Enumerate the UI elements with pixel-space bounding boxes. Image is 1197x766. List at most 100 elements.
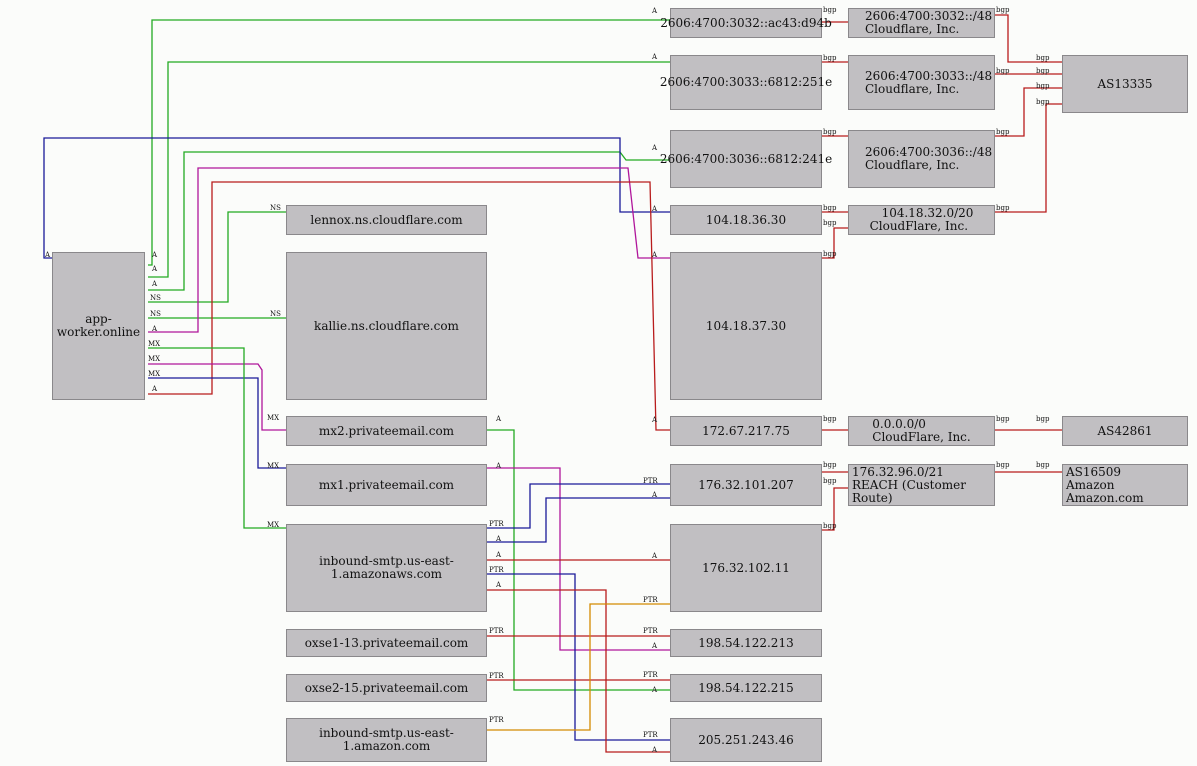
edge-label: A (495, 415, 502, 423)
edge-label: A (651, 491, 658, 499)
node-as13335[interactable]: AS13335 (1062, 55, 1188, 113)
edge-label: bgp (996, 461, 1010, 469)
node-domain[interactable]: app-worker.online (52, 252, 145, 400)
edge-label: PTR (643, 671, 658, 679)
edge-mx-smtp1 (148, 347, 286, 529)
node-oxse2[interactable]: oxse2-15.privateemail.com (286, 674, 487, 702)
node-as42861[interactable]: AS42861 (1062, 416, 1188, 446)
edge-label: NS (150, 294, 161, 302)
prefix-org: Cloudflare, Inc. (865, 81, 960, 96)
node-ip-198-54-122-213[interactable]: 198.54.122.213 (670, 629, 822, 657)
edge-label: A (151, 265, 158, 273)
edge-label: bgp (996, 6, 1010, 14)
edge-label: bgp (1036, 82, 1050, 90)
prefix-org: Cloudflare, Inc. (865, 158, 960, 172)
node-oxse1[interactable]: oxse1-13.privateemail.com (286, 629, 487, 657)
edge-ptr-ip4 (487, 483, 670, 529)
edge-label: A (651, 686, 658, 694)
node-ip-176-32-102-11[interactable]: 176.32.102.11 (670, 524, 822, 612)
edge-ns-lennox (148, 211, 286, 303)
prefix-label: 2606:4700:3036::/48 (865, 145, 993, 159)
edge-label: PTR (489, 566, 504, 574)
edge-a-v6c (148, 151, 670, 291)
node-ip-104-18-37-30[interactable]: 104.18.37.30 (670, 252, 822, 400)
edge-bgp-ip2 (822, 227, 848, 259)
edge-ptr-ip8 (487, 573, 670, 741)
edge-label: bgp (823, 128, 837, 136)
edge-label: A (495, 551, 502, 559)
node-mx1[interactable]: mx1.privateemail.com (286, 464, 487, 506)
edge-label: bgp (823, 477, 837, 485)
node-ipv6-a[interactable]: 2606:4700:3032::ac43:d94b (660, 8, 832, 38)
node-ip-205-251-243-46[interactable]: 205.251.243.46 (670, 718, 822, 762)
edge-a-ip3 (148, 181, 670, 431)
node-ip-198-54-122-215[interactable]: 198.54.122.215 (670, 674, 822, 702)
edge-label: bgp (823, 219, 837, 227)
edge-a-ip8 (487, 589, 670, 753)
edge-label: NS (270, 204, 281, 212)
edge-a-ip2 (148, 167, 670, 333)
prefix-label: 104.18.32.0/20 (881, 206, 974, 220)
edge-a-v6b (148, 61, 670, 278)
edge-label: A (651, 205, 658, 213)
edge-label: bgp (823, 461, 837, 469)
prefix-label: 176.32.96.0/21 (852, 464, 944, 479)
edge-label: A (651, 552, 658, 560)
node-ip-172-67-217-75[interactable]: 172.67.217.75 (670, 416, 822, 446)
edge-label: bgp (1036, 461, 1050, 469)
edge-label: bgp (996, 415, 1010, 423)
node-ns-lennox[interactable]: lennox.ns.cloudflare.com (286, 205, 487, 235)
edge-label: A (44, 251, 51, 259)
edge-bgp-pfx1 (995, 14, 1062, 63)
node-ipv6-c[interactable]: 2606:4700:3036::6812:241e (660, 130, 832, 188)
edge-label: PTR (489, 716, 504, 724)
node-ip-104-18-36-30[interactable]: 104.18.36.30 (670, 205, 822, 235)
edge-label: A (151, 325, 158, 333)
node-ip-176-32-101-207[interactable]: 176.32.101.207 (670, 464, 822, 506)
edge-label: PTR (489, 520, 504, 528)
edge-label: MX (148, 370, 160, 378)
edge-label: bgp (996, 128, 1010, 136)
edge-label: PTR (643, 731, 658, 739)
edge-label: bgp (1036, 98, 1050, 106)
edge-label: A (651, 144, 658, 152)
edge-bgp-pfx4 (995, 103, 1062, 213)
edge-label: bgp (1036, 54, 1050, 62)
edge-label: MX (267, 521, 279, 529)
edge-label: PTR (643, 627, 658, 635)
edge-label: A (651, 251, 658, 259)
edge-label: bgp (1036, 415, 1050, 423)
edge-labels: A A A A A A A A A A NS NS A MX MX MX A N… (44, 6, 1050, 754)
prefix-org: REACH (Customer Route) (852, 477, 966, 505)
prefix-org: CloudFlare, Inc. (869, 219, 969, 233)
edge-label: A (495, 581, 502, 589)
edge-label: MX (148, 355, 160, 363)
node-mx2[interactable]: mx2.privateemail.com (286, 416, 487, 446)
edge-label: bgp (1036, 67, 1050, 75)
edge-bgp-pfx3 (995, 87, 1062, 137)
node-smtp-amazonaws[interactable]: inbound-smtp.us-east-1.amazonaws.com (286, 524, 487, 612)
edge-label: bgp (823, 6, 837, 14)
node-smtp-amazon[interactable]: inbound-smtp.us-east-1.amazon.com (286, 718, 487, 762)
edge-label: MX (267, 414, 279, 422)
edge-label: NS (270, 310, 281, 318)
edge-label: MX (267, 462, 279, 470)
edge-label: A (151, 385, 158, 393)
node-ipv6-b[interactable]: 2606:4700:3033::6812:251e (660, 55, 832, 110)
edge-label: PTR (643, 596, 658, 604)
edge-label: NS (150, 310, 161, 318)
prefix-org: CloudFlare, Inc. (872, 430, 971, 444)
edge-label: MX (148, 340, 160, 348)
edge-label: A (495, 535, 502, 543)
prefix-label: 2606:4700:3033::/48 (865, 68, 993, 83)
node-ns-kallie[interactable]: kallie.ns.cloudflare.com (286, 252, 487, 400)
prefix-org: Cloudflare, Inc. (865, 22, 960, 36)
